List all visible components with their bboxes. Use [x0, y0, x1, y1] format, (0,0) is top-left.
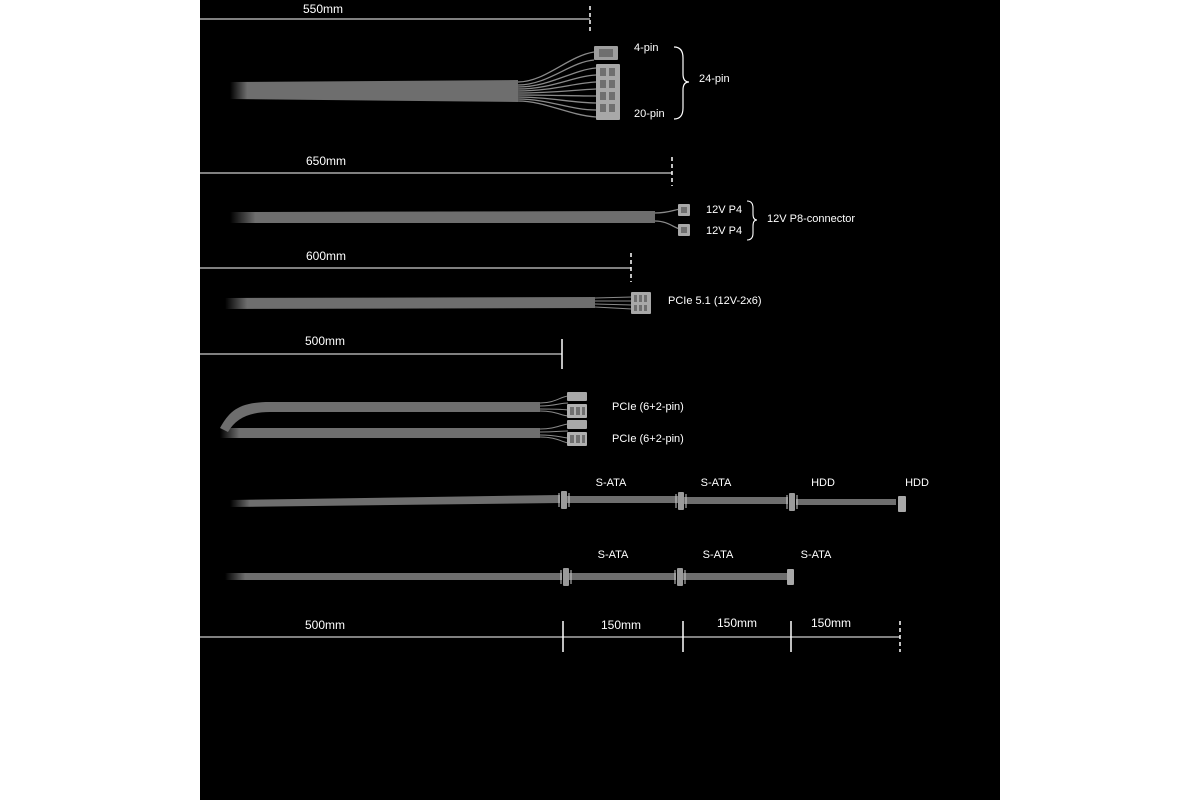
length-label-sata-seg3: 150mm — [811, 616, 852, 630]
connector-label-pcie-a: PCIe (6+2-pin) — [612, 401, 684, 413]
cpu-cable — [230, 200, 758, 241]
pcie-cable-b — [220, 420, 587, 446]
dimension-line-pcie5 — [200, 253, 632, 282]
length-label-sata-seg1: 150mm — [601, 618, 642, 632]
pcie-cable-a — [220, 392, 587, 432]
connector-label-pcie5: PCIe 5.1 (12V-2x6) — [668, 295, 762, 307]
connector-label-sata: S-ATA — [700, 477, 732, 489]
connector-label-sata: S-ATA — [800, 549, 832, 561]
atx-cable — [230, 46, 690, 120]
connector-label-cpu-b: 12V P4 — [706, 225, 743, 237]
dimension-line-pcie — [200, 339, 563, 369]
connector-label-pcie-b: PCIe (6+2-pin) — [612, 433, 684, 445]
hdd-plug — [898, 496, 906, 512]
cpu-brace — [746, 200, 758, 241]
atx-brace — [673, 46, 690, 120]
connector-label-20pin: 20-pin — [634, 108, 665, 120]
connector-label-cpu-a: 12V P4 — [706, 204, 743, 216]
pcie5-cable — [225, 292, 651, 314]
connector-label-sata: S-ATA — [702, 549, 734, 561]
dimension-line-sata — [200, 621, 901, 652]
length-label-sata-seg2: 150mm — [717, 616, 758, 630]
length-label-pcie: 500mm — [305, 334, 346, 348]
sata-cable-2 — [225, 567, 794, 587]
connector-label-hdd: HDD — [905, 477, 929, 489]
dimension-line-cpu — [200, 157, 673, 186]
connector-label-sata: S-ATA — [597, 549, 629, 561]
connector-label-hdd: HDD — [811, 477, 835, 489]
connector-label-cpu-group: 12V P8-connector — [767, 213, 856, 225]
pcie-a-plug-2pin — [567, 392, 587, 401]
cable-drawing — [200, 6, 906, 652]
pcie-b-plug-2pin — [567, 420, 587, 429]
length-label-sata-base: 500mm — [305, 618, 346, 632]
connector-label-24pin: 24-pin — [699, 73, 730, 85]
hdd-plug — [786, 492, 798, 512]
connector-label-4pin: 4-pin — [634, 42, 659, 54]
length-label-cpu: 650mm — [306, 154, 347, 168]
length-label-atx: 550mm — [303, 2, 344, 16]
sata-plug — [787, 569, 794, 585]
sata-cable-1 — [230, 490, 906, 512]
atx-20pin-plug — [596, 64, 620, 120]
connector-label-sata: S-ATA — [595, 477, 627, 489]
cable-diagram: 550mm 650mm 600mm 500mm 500mm 150mm 150m… — [200, 0, 1000, 800]
dimension-line-atx — [200, 6, 591, 34]
length-label-pcie5: 600mm — [306, 249, 347, 263]
